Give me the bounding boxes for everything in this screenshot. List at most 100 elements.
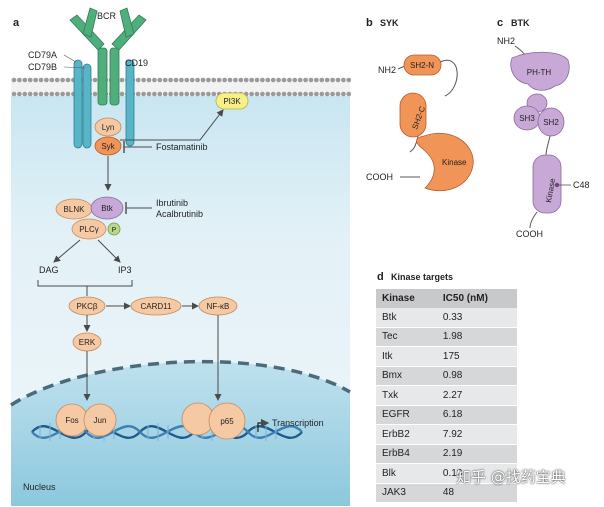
lipid-head: [162, 91, 168, 97]
cd79b-label: CD79B: [28, 62, 57, 72]
lipid-head: [49, 77, 55, 83]
lipid-head: [33, 77, 38, 83]
lipid-head: [157, 91, 163, 97]
syk-linker-1: [439, 59, 458, 97]
kinase-cell: Btk: [376, 308, 437, 328]
lipid-head: [281, 91, 287, 97]
lipid-head: [119, 91, 125, 97]
p65-label: p65: [220, 417, 234, 426]
cd79a-label: CD79A: [28, 50, 57, 60]
cd19-label: CD19: [125, 58, 148, 68]
syk-to-pi3k-arrow: [120, 109, 224, 141]
lipid-head: [60, 91, 65, 97]
btk-cooh-label: COOH: [516, 229, 543, 239]
lipid-head: [38, 77, 44, 83]
lipid-head: [346, 91, 352, 97]
btk-nh2-label: NH2: [497, 36, 515, 46]
dag-ip3-bracket: [37, 280, 133, 296]
lipid-head: [227, 77, 233, 83]
panel-a-label: a: [13, 17, 20, 29]
lipid-head: [189, 77, 195, 83]
acalbrutinib-label: Acalbrutinib: [156, 209, 203, 219]
lipid-head: [44, 77, 49, 83]
lipid-head: [179, 91, 184, 97]
ic50-cell: 2.19: [436, 444, 517, 464]
lipid-head: [260, 77, 265, 83]
lipid-head: [65, 91, 71, 97]
lyn-label: Lyn: [102, 123, 115, 132]
lipid-head: [216, 77, 222, 83]
card11-node: [130, 296, 182, 316]
lipid-head: [260, 91, 265, 97]
pkcb-label: PKCβ: [76, 302, 97, 311]
lipid-head: [243, 77, 249, 83]
plcg-label: PLCγ: [79, 225, 99, 234]
lipid-head: [135, 77, 141, 83]
kinase-cell: EGFR: [376, 405, 437, 425]
lipid-head: [200, 77, 206, 83]
btk-c48-label: C48: [573, 180, 590, 190]
lipid-head: [152, 91, 157, 97]
lipid-head: [292, 91, 298, 97]
syk-sh2n-domain: [403, 54, 442, 76]
ic50-cell: 175: [436, 346, 517, 367]
lipid-head: [308, 91, 314, 97]
lipid-head: [195, 91, 200, 97]
lipid-head: [238, 77, 244, 83]
syk-linker-2: [409, 135, 419, 153]
lipid-head: [141, 77, 146, 83]
lipid-head: [265, 77, 271, 83]
syk-title: SYK: [380, 18, 399, 28]
lipid-head: [233, 77, 238, 83]
syk-label: Syk: [101, 142, 115, 151]
table-header-row: Kinase IC50 (nM): [376, 289, 517, 308]
syk-cooh-label: COOH: [366, 172, 393, 182]
bcr-receptor: [69, 7, 147, 106]
lipid-head: [152, 77, 157, 83]
lipid-head: [330, 91, 335, 97]
lipid-head: [314, 91, 319, 97]
lipid-head: [17, 77, 22, 83]
lipid-head: [146, 77, 152, 83]
transcription-arrow: [257, 418, 270, 432]
ic50-cell: 7.92: [436, 424, 517, 445]
fostamatinib-label: Fostamatinib: [156, 142, 208, 152]
lipid-head: [206, 91, 211, 97]
lipid-head: [135, 91, 141, 97]
nucleus-region: [11, 361, 350, 506]
lipid-head: [319, 91, 325, 97]
p65-node: [208, 402, 246, 440]
lipid-head: [335, 77, 341, 83]
lipid-head: [27, 77, 33, 83]
lipid-head: [206, 77, 211, 83]
ic50-cell: 0.33: [436, 308, 517, 328]
btk-node: [90, 196, 124, 220]
jun-label: Jun: [94, 416, 107, 425]
lipid-head: [346, 77, 352, 83]
plcg-to-dag-arrow: [53, 239, 81, 263]
lipid-head: [265, 91, 271, 97]
lipid-head: [297, 77, 303, 83]
ic50-cell: 48: [436, 483, 517, 503]
syk-kinase-domain: [416, 132, 474, 192]
lipid-head: [44, 91, 49, 97]
plcg-to-ip3-arrow: [97, 239, 121, 263]
dag-label: DAG: [39, 265, 59, 275]
lipid-head: [287, 77, 292, 83]
btk-sh2-domain: [537, 107, 565, 137]
lipid-head: [341, 91, 346, 97]
lipid-head: [303, 91, 308, 97]
lipid-head: [276, 77, 281, 83]
blnk-label: BLNK: [64, 205, 86, 214]
bcr-label: BCR: [97, 11, 117, 21]
lipid-head: [146, 91, 152, 97]
lipid-head: [11, 77, 17, 83]
lipid-head: [141, 91, 146, 97]
lipid-head: [54, 77, 60, 83]
